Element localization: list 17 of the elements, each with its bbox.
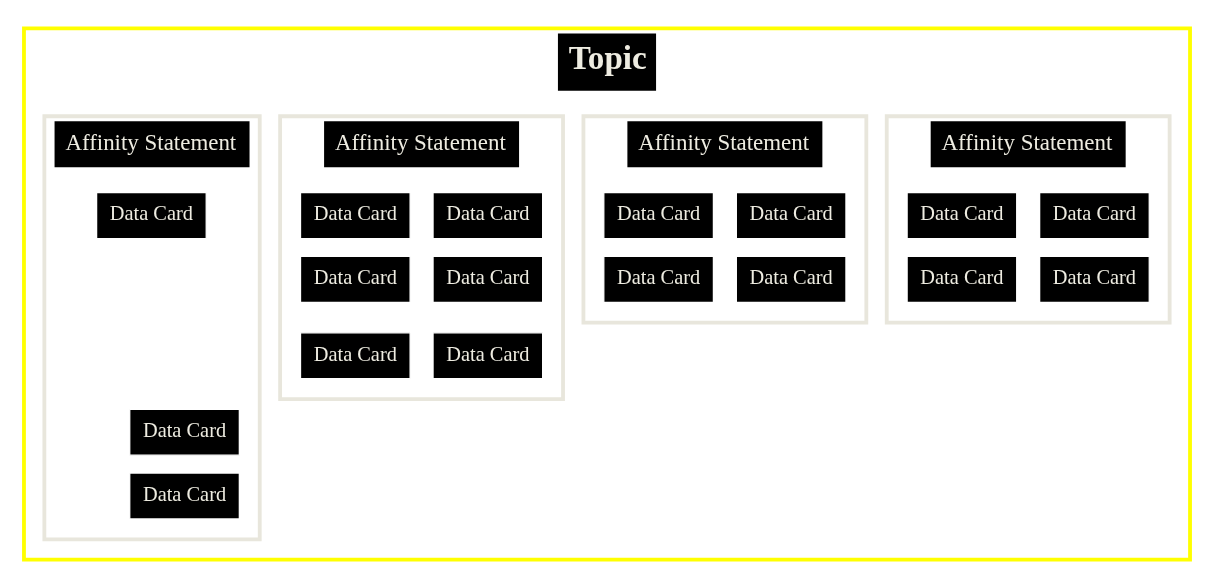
node-box: Data Card [735, 191, 847, 239]
node-box: Data Card [129, 408, 240, 456]
node-box: Data Card [432, 331, 544, 379]
node-box: Data Card [603, 191, 715, 239]
node-box: Data Card [299, 331, 411, 379]
node-box: Data Card [299, 255, 411, 303]
node-box: Data Card [95, 191, 207, 239]
node-box: Data Card [1039, 191, 1150, 239]
node-box: Data Card [1039, 255, 1150, 303]
node-box: Data Card [432, 191, 544, 239]
node-box: Data Card [735, 255, 847, 303]
node-box: Data Card [906, 191, 1018, 239]
node-box: Data Card [906, 255, 1018, 303]
node-box: Data Card [603, 255, 715, 303]
node-box: Data Card [129, 471, 240, 520]
node-box: Data Card [299, 191, 411, 239]
node-box: Data Card [432, 255, 544, 303]
